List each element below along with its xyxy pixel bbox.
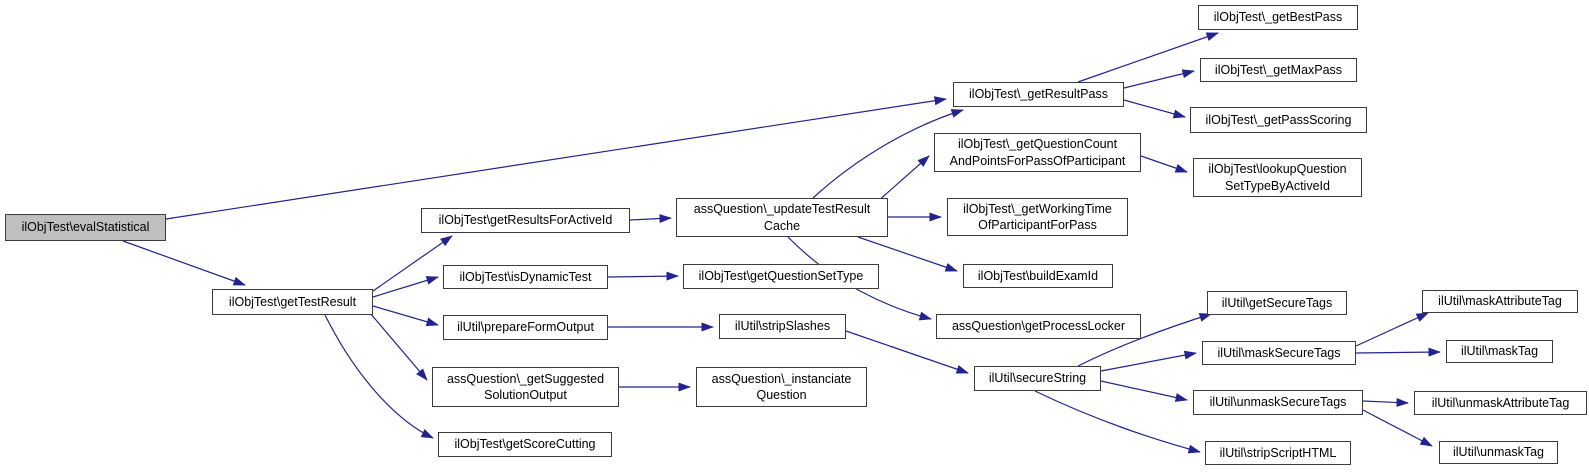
node-label-line: ilUtil\maskTag — [1460, 344, 1539, 359]
edges-group — [122, 32, 1441, 454]
edge-getTestResult-to-prepareFormOutput — [372, 305, 439, 327]
edge-unmaskSecureTags-to-unmaskAttributeTag — [1362, 397, 1409, 407]
edge-updateTestResultCache-to-getResultPass — [812, 109, 964, 199]
edge-maskSecureTags-to-maskAttributeTag — [1355, 312, 1429, 347]
node-getBestPass[interactable]: ilObjTest\_getBestPass — [1198, 5, 1358, 30]
edge-secureString-to-unmaskSecureTags — [1100, 380, 1188, 402]
edge-getResultPass-to-getMaxPass — [1123, 69, 1195, 89]
node-label-line: assQuestion\_instanciate — [711, 371, 852, 386]
edge-getTestResult-to-getSuggestedSolutionOutput — [369, 312, 428, 381]
node-label-line: ilObjTest\getResultsForActiveId — [438, 213, 613, 228]
node-getPassScoring[interactable]: ilObjTest\_getPassScoring — [1190, 107, 1367, 133]
edge-secureString-to-maskSecureTags — [1100, 350, 1197, 372]
edge-getQuestionCountAndPointsForPassOfParticipant-to-lookupQuestionSetTypeByActiveId — [1140, 155, 1188, 173]
node-label-line: ilUtil\getSecureTags — [1221, 295, 1333, 310]
node-label-line: Question — [756, 388, 807, 402]
node-label-line: SolutionOutput — [484, 388, 567, 402]
node-label-line: ilObjTest\_getQuestionCount — [957, 137, 1118, 152]
edge-updateTestResultCache-to-getProcessLocker — [787, 236, 932, 321]
edge-getTestResult-to-getScoreCutting — [324, 314, 434, 439]
node-label-line: ilObjTest\isDynamicTest — [459, 269, 592, 284]
node-stripSlashes[interactable]: ilUtil\stripSlashes — [719, 314, 846, 339]
node-label-line: AndPointsForPassOfParticipant — [949, 153, 1126, 168]
edge-evalStatistical-to-getTestResult — [122, 240, 246, 286]
edge-evalStatistical-to-getResultPass — [165, 96, 947, 220]
node-secureString[interactable]: ilUtil\secureString — [974, 366, 1101, 391]
node-maskAttributeTag[interactable]: ilUtil\maskAttributeTag — [1422, 290, 1578, 313]
edge-getResultPass-to-getBestPass — [1077, 32, 1219, 83]
node-label-line: Cache — [763, 218, 801, 233]
edge-maskSecureTags-to-maskTag — [1355, 347, 1441, 357]
edge-getResultPass-to-getPassScoring — [1123, 99, 1186, 119]
node-label-line: ilUtil\unmaskTag — [1452, 445, 1544, 460]
node-label-line: ilObjTest\_getMaxPass — [1214, 62, 1343, 77]
edge-updateTestResultCache-to-buildExamId — [857, 236, 958, 272]
node-unmaskAttributeTag[interactable]: ilUtil\unmaskAttributeTag — [1414, 391, 1587, 415]
node-getScoreCutting[interactable]: ilObjTest\getScoreCutting — [438, 432, 612, 457]
node-label-line: ilObjTest\getScoreCutting — [454, 437, 596, 452]
node-label-line: ilObjTest\_getBestPass — [1213, 10, 1343, 25]
node-prepareFormOutput[interactable]: ilUtil\prepareFormOutput — [443, 315, 608, 340]
node-label-line: ilUtil\maskAttributeTag — [1438, 294, 1562, 309]
node-label-line: SetTypeByActiveId — [1225, 178, 1330, 193]
edge-unmaskSecureTags-to-unmaskTag — [1362, 409, 1433, 447]
node-label-line: ilUtil\stripScriptHTML — [1219, 445, 1337, 460]
node-getProcessLocker[interactable]: assQuestion\getProcessLocker — [936, 314, 1141, 339]
node-label-line: ilObjTest\getTestResult — [228, 294, 357, 309]
node-label-line: ilUtil\maskSecureTags — [1217, 345, 1341, 360]
node-label-line: ilObjTest\buildExamId — [977, 268, 1099, 283]
node-label-line: ilObjTest\_getPassScoring — [1205, 112, 1352, 127]
node-label-line: ilObjTest\_getWorkingTime — [963, 201, 1112, 216]
node-label-line: assQuestion\getProcessLocker — [951, 319, 1125, 334]
edge-getTestResult-to-getResultsForActiveId — [372, 235, 453, 292]
edge-isDynamicTest-to-getQuestionSetType — [607, 271, 679, 281]
node-label-line: ilUtil\unmaskSecureTags — [1209, 395, 1347, 410]
node-maskSecureTags[interactable]: ilUtil\maskSecureTags — [1202, 341, 1356, 365]
node-unmaskTag[interactable]: ilUtil\unmaskTag — [1439, 441, 1558, 464]
node-label-line: ilObjTest\getQuestionSetType — [698, 269, 864, 284]
node-label-line: OfParticipantForPass — [978, 218, 1097, 232]
node-label-line: ilObjTest\lookupQuestion — [1208, 162, 1347, 177]
edge-stripSlashes-to-secureString — [845, 330, 969, 374]
edge-getResultsForActiveId-to-updateTestResultCache — [629, 214, 672, 224]
node-label-line: ilUtil\unmaskAttributeTag — [1431, 395, 1570, 410]
edge-updateTestResultCache-to-getQuestionCountAndPointsForPassOfParticipant — [876, 155, 930, 203]
node-label-line: ilObjTest\evalStatistical — [21, 220, 150, 235]
node-evalStatistical[interactable]: ilObjTest\evalStatistical — [5, 214, 166, 241]
node-buildExamId[interactable]: ilObjTest\buildExamId — [963, 264, 1113, 288]
node-getTestResult[interactable]: ilObjTest\getTestResult — [212, 289, 373, 315]
node-getResultPass[interactable]: ilObjTest\_getResultPass — [953, 82, 1124, 107]
node-stripScriptHTML[interactable]: ilUtil\stripScriptHTML — [1205, 441, 1351, 465]
edge-getTestResult-to-isDynamicTest — [372, 276, 439, 298]
node-maskTag[interactable]: ilUtil\maskTag — [1446, 340, 1553, 363]
node-isDynamicTest[interactable]: ilObjTest\isDynamicTest — [443, 265, 608, 289]
node-getQuestionSetType[interactable]: ilObjTest\getQuestionSetType — [683, 264, 879, 289]
node-getSecureTags[interactable]: ilUtil\getSecureTags — [1207, 291, 1347, 315]
node-label-line: ilUtil\stripSlashes — [734, 319, 831, 334]
node-unmaskSecureTags[interactable]: ilUtil\unmaskSecureTags — [1193, 390, 1363, 415]
node-getMaxPass[interactable]: ilObjTest\_getMaxPass — [1200, 58, 1357, 82]
node-label-line: assQuestion\_updateTestResult — [693, 202, 871, 217]
edge-secureString-to-getSecureTags — [1077, 313, 1212, 367]
node-label-line: ilObjTest\_getResultPass — [969, 87, 1108, 102]
node-label-line: ilUtil\prepareFormOutput — [457, 320, 594, 335]
node-label-line: assQuestion\_getSuggested — [446, 371, 605, 386]
node-label-line: ilUtil\secureString — [988, 371, 1087, 386]
node-getResultsForActiveId[interactable]: ilObjTest\getResultsForActiveId — [421, 208, 630, 233]
edge-secureString-to-stripScriptHTML — [1034, 390, 1201, 454]
